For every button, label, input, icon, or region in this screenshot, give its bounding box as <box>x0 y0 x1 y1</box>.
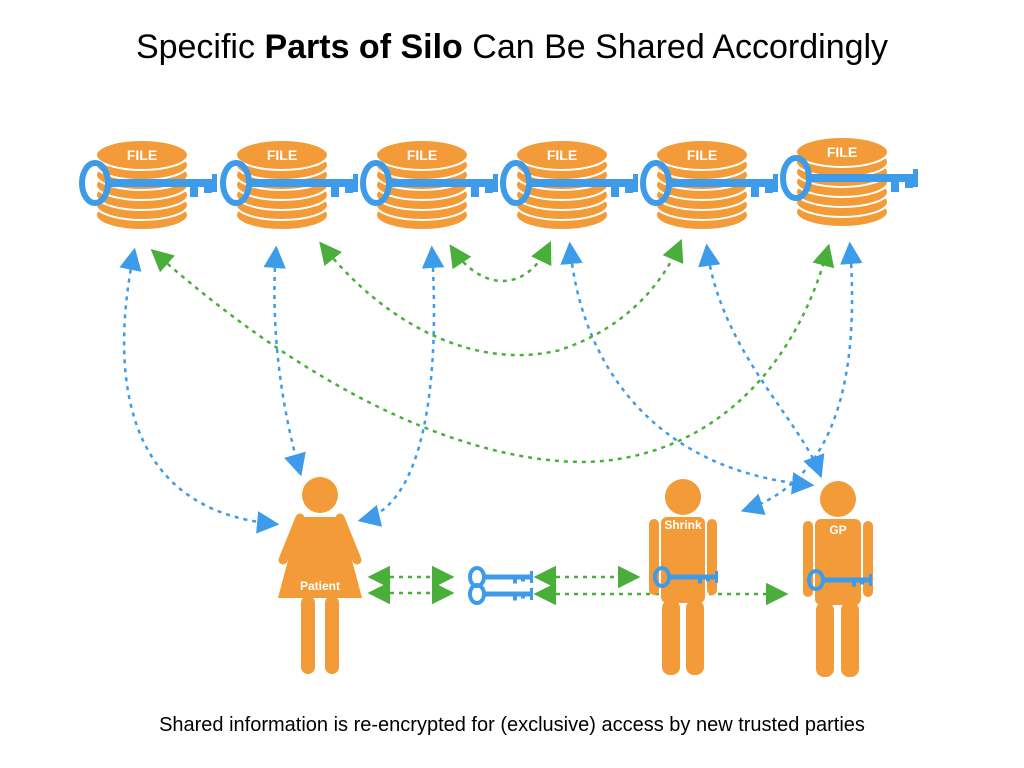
file-label: FILE <box>407 147 437 163</box>
gp-figure: GP <box>803 481 874 677</box>
file-stack-2: FILE <box>235 139 329 231</box>
file-label: FILE <box>267 147 297 163</box>
file-label: FILE <box>127 147 157 163</box>
file-stack-1: FILE <box>95 139 189 231</box>
green-arrow <box>319 238 684 357</box>
green-arrow <box>449 240 552 283</box>
blue-arrow <box>698 243 825 479</box>
file-stack-4: FILE <box>515 139 609 231</box>
shrink-label: Shrink <box>664 518 702 532</box>
key-icon <box>468 566 535 588</box>
file-label: FILE <box>827 144 857 160</box>
file-stack-5: FILE <box>655 139 749 231</box>
shrink-figure: Shrink <box>649 479 720 675</box>
blue-arrow <box>357 245 445 527</box>
green-arrow <box>150 243 835 464</box>
blue-arrow <box>119 247 280 534</box>
patient-label: Patient <box>300 579 340 593</box>
caption: Shared information is re-encrypted for (… <box>159 714 865 736</box>
gp-label: GP <box>829 523 846 537</box>
blue-arrow <box>560 241 815 495</box>
page-title: Specific Parts of Silo Can Be Shared Acc… <box>0 28 1024 67</box>
title-post: Can Be Shared Accordingly <box>462 28 889 66</box>
key-icon <box>468 583 535 605</box>
blue-arrow <box>740 241 863 515</box>
blue-arrow <box>263 245 306 477</box>
title-bold: Parts of Silo <box>264 28 463 66</box>
file-stack-3: FILE <box>375 139 469 231</box>
title-pre: Specific <box>135 28 265 66</box>
file-label: FILE <box>547 147 577 163</box>
file-label: FILE <box>687 147 717 163</box>
patient-figure: Patient <box>278 477 362 674</box>
file-stack-6: FILE <box>795 136 889 228</box>
